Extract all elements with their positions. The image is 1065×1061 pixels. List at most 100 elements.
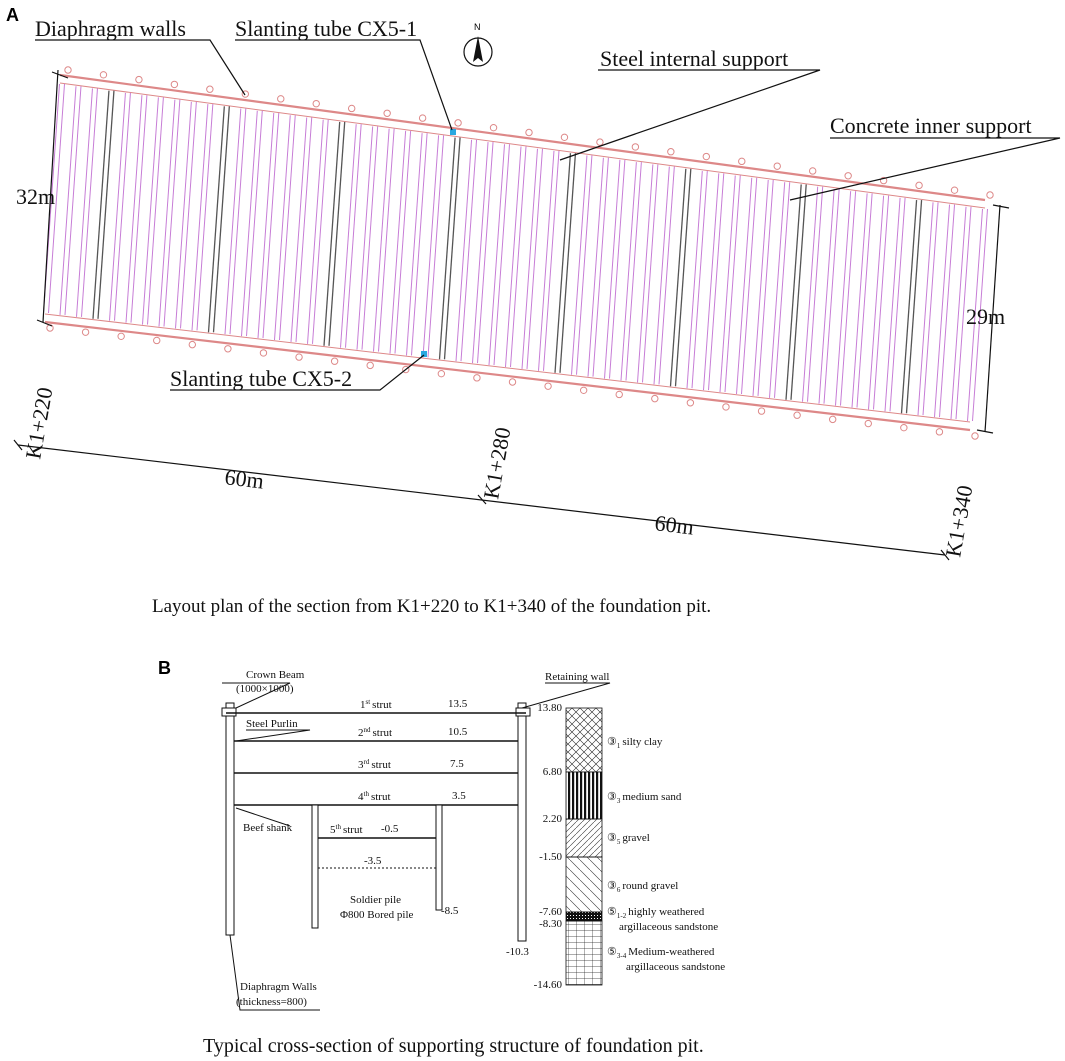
steel-strut <box>505 146 522 368</box>
cross-section <box>221 682 611 1011</box>
wall-pile-mark <box>64 66 72 74</box>
steel-strut <box>719 175 736 393</box>
steel-strut <box>884 197 901 412</box>
steel-strut <box>609 159 626 379</box>
steel-strut <box>109 92 126 321</box>
wall-pile-mark <box>330 357 339 365</box>
steel-strut <box>950 206 967 420</box>
wall-pile-mark <box>631 143 640 151</box>
concrete-support-beam <box>438 137 456 360</box>
steel-strut <box>147 97 164 325</box>
steel-strut <box>741 177 758 395</box>
svg-text:argillaceous sandstone: argillaceous sandstone <box>619 921 718 933</box>
wall-pile-mark <box>206 85 214 93</box>
steel-strut <box>934 204 951 418</box>
wall-pile-mark <box>544 382 552 390</box>
left-diaphragm-wall <box>225 702 235 936</box>
wall-pile-mark <box>793 411 801 419</box>
steel-strut <box>526 148 543 369</box>
steel-strut <box>460 139 478 362</box>
steel-strut <box>142 97 159 325</box>
plan-layout <box>43 66 994 440</box>
wall-pile-mark <box>667 148 675 156</box>
steel-strut <box>48 83 65 314</box>
concrete-support-beam <box>905 200 923 414</box>
steel-strut <box>686 171 703 389</box>
steel-strut <box>406 133 423 356</box>
width-right-label: 29m <box>966 304 1005 329</box>
svg-text:6.80: 6.80 <box>543 766 563 778</box>
slanting-tube-cx5-1-marker <box>450 129 456 135</box>
concrete-support-beam <box>790 184 807 400</box>
steel-strut <box>427 135 445 358</box>
steel-strut <box>521 148 538 369</box>
steel-strut <box>967 208 983 422</box>
wall-pile-mark <box>722 403 730 411</box>
steel-strut <box>422 135 440 358</box>
wall-pile-mark <box>615 390 623 399</box>
steel-strut <box>378 128 395 352</box>
steel-strut <box>823 188 840 404</box>
north-arrow-icon: N <box>463 22 493 67</box>
steel-strut <box>752 179 769 396</box>
elev-strut-4: 3.5 <box>452 790 466 802</box>
wall-pile-mark <box>508 378 517 386</box>
svg-text:N: N <box>474 22 481 32</box>
concrete-support-beam <box>323 121 341 346</box>
slanting-tube-cx5-2-marker <box>421 351 427 357</box>
steel-strut <box>774 182 791 398</box>
caption-a: Layout plan of the section from K1+220 t… <box>152 596 711 617</box>
wall-pile-mark <box>489 123 498 132</box>
steel-strut <box>939 204 956 418</box>
wall-pile-mark <box>651 394 659 403</box>
steel-strut <box>279 115 296 341</box>
elevation-marks: 13.5 10.5 7.5 3.5 -0.5 -3.5 -8.5 -10.3 <box>364 698 529 958</box>
concrete-support-label: Concrete inner support <box>830 113 1032 138</box>
wall-pile-mark <box>366 361 374 370</box>
steel-strut <box>180 101 197 329</box>
steel-strut <box>691 171 708 389</box>
strut-group <box>43 83 988 422</box>
chainage-k1-280: K1+280 <box>478 425 515 501</box>
steel-strut <box>224 108 242 335</box>
wall-pile-mark <box>879 176 888 185</box>
steel-strut <box>312 119 329 344</box>
wall-pile-mark <box>935 428 944 436</box>
wall-pile-mark <box>135 75 143 84</box>
wall-pile-mark <box>738 157 746 166</box>
wall-pile-mark <box>241 90 250 98</box>
wall-pile-mark <box>702 152 711 161</box>
steel-strut <box>394 130 412 354</box>
wall-pile-mark <box>295 353 303 361</box>
bored-pile-label: Φ800 Bored pile <box>340 909 414 921</box>
wall-pile-mark <box>383 109 391 117</box>
concrete-support-beam <box>900 200 918 414</box>
soldier-pile-left <box>311 804 319 929</box>
wall-pile-mark <box>259 349 268 357</box>
steel-strut <box>543 150 560 371</box>
steel-strut <box>625 162 642 381</box>
steel-strut <box>571 155 588 375</box>
steel-strut <box>59 86 77 315</box>
wall-pile-mark <box>224 345 232 353</box>
wall-pile-mark <box>915 181 923 190</box>
steel-strut <box>175 101 192 329</box>
chainage-k1-340: K1+340 <box>940 483 977 559</box>
steel-strut <box>757 179 774 396</box>
steel-strut <box>262 112 280 339</box>
steel-strut <box>889 197 906 412</box>
top-waler <box>59 82 986 209</box>
steel-strut <box>257 112 275 339</box>
right-diaphragm-wall <box>517 702 527 942</box>
concrete-support-beam <box>212 106 230 333</box>
steel-strut <box>769 182 786 398</box>
elev-strut-2: 10.5 <box>448 726 468 738</box>
soldier-pile-label: Soldier pile <box>350 894 401 906</box>
top-diaphragm-wall <box>59 73 986 202</box>
